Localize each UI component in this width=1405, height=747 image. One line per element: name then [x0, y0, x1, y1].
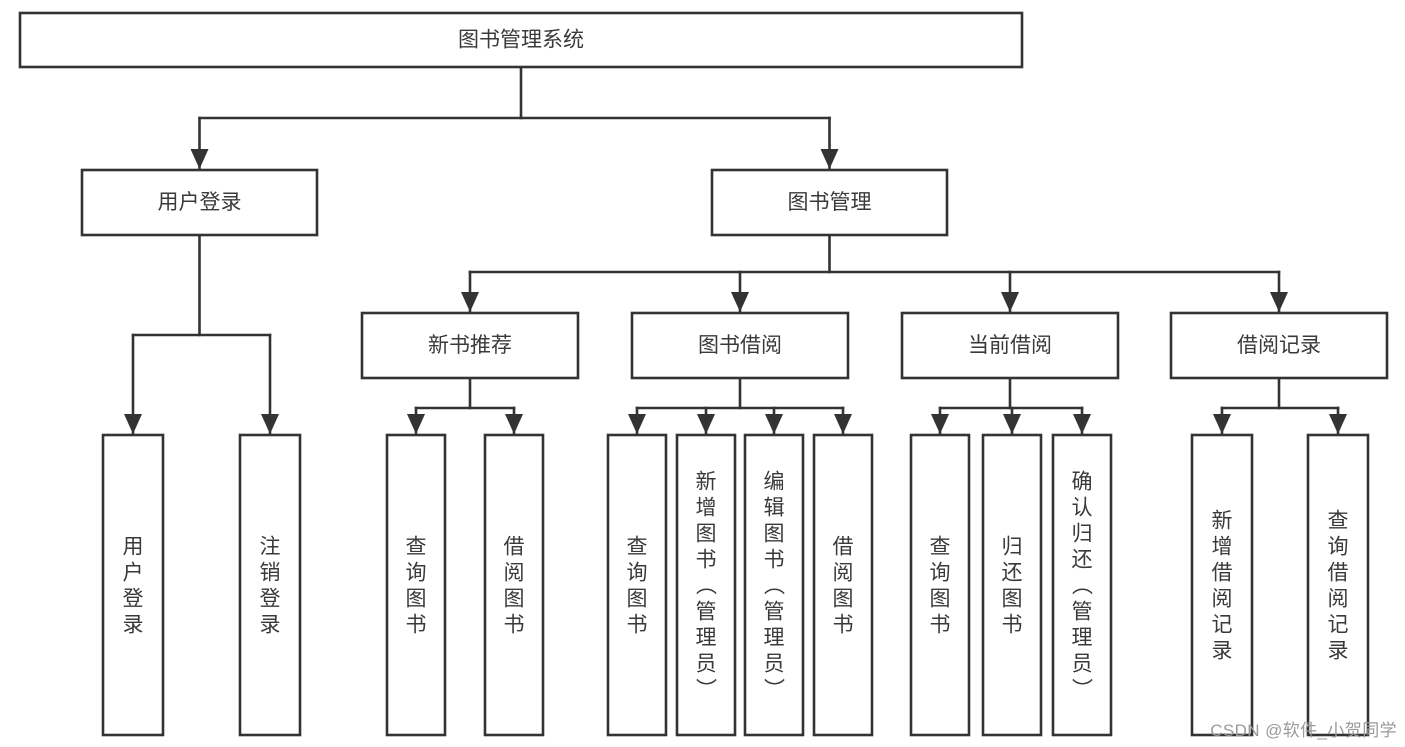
node-leaf-query-book-1[interactable]: 查询图书 [385, 433, 447, 737]
node-leaf-query-book-3[interactable]: 查询图书 [909, 433, 971, 737]
node-leaf-edit-book[interactable]: 编辑图书（管理员） [743, 433, 805, 737]
node-leaf-return-book[interactable]: 归还图书 [981, 433, 1043, 737]
node-label: 新增图书（管理员） [696, 470, 718, 701]
node-label: 图书管理系统 [458, 29, 584, 52]
node-label: 归还图书 [1002, 535, 1023, 636]
node-leaf-query-book-2[interactable]: 查询图书 [606, 433, 668, 737]
node-box [812, 433, 874, 737]
node-current-borrow[interactable]: 当前借阅 [900, 311, 1120, 380]
node-label: 查询图书 [627, 535, 648, 636]
watermark-label: CSDN @软件_小贺同学 [1210, 721, 1397, 740]
node-box [606, 433, 668, 737]
node-box [80, 168, 319, 237]
node-new-book-rec[interactable]: 新书推荐 [360, 311, 580, 380]
node-borrow-record[interactable]: 借阅记录 [1169, 311, 1389, 380]
node-box [1051, 433, 1113, 737]
node-label: 图书管理 [788, 191, 872, 214]
node-leaf-add-record[interactable]: 新增借阅记录 [1190, 433, 1254, 737]
node-book-borrow[interactable]: 图书借阅 [630, 311, 850, 380]
edge-layer [124, 65, 1347, 435]
node-label: 借阅记录 [1237, 334, 1321, 357]
node-label: 确认归还（管理员） [1072, 470, 1094, 701]
node-label: 注销登录 [260, 535, 281, 636]
node-box [1169, 311, 1389, 380]
node-box [675, 433, 737, 737]
node-root[interactable]: 图书管理系统 [18, 11, 1024, 69]
node-label: 图书借阅 [698, 334, 782, 357]
node-label: 借阅图书 [833, 535, 854, 636]
node-box [710, 168, 949, 237]
node-box [1306, 433, 1370, 737]
node-label: 新增借阅记录 [1212, 509, 1233, 662]
node-box [101, 433, 165, 737]
node-leaf-add-book[interactable]: 新增图书（管理员） [675, 433, 737, 737]
node-user-login[interactable]: 用户登录 [80, 168, 319, 237]
node-label: 用户登录 [158, 191, 242, 214]
node-label: 当前借阅 [968, 334, 1052, 357]
node-label: 借阅图书 [504, 535, 525, 636]
node-leaf-user-login[interactable]: 用户登录 [101, 433, 165, 737]
node-box [743, 433, 805, 737]
node-label: 用户登录 [123, 535, 144, 636]
node-label: 查询借阅记录 [1328, 509, 1349, 662]
node-leaf-confirm-return[interactable]: 确认归还（管理员） [1051, 433, 1113, 737]
node-box [1190, 433, 1254, 737]
node-leaf-borrow-book-2[interactable]: 借阅图书 [812, 433, 874, 737]
node-box [18, 11, 1024, 69]
node-box [360, 311, 580, 380]
node-leaf-logout[interactable]: 注销登录 [238, 433, 302, 737]
node-box [483, 433, 545, 737]
node-leaf-query-record[interactable]: 查询借阅记录 [1306, 433, 1370, 737]
node-box [900, 311, 1120, 380]
node-leaf-borrow-book-1[interactable]: 借阅图书 [483, 433, 545, 737]
node-label: 查询图书 [930, 535, 951, 636]
node-box [238, 433, 302, 737]
node-label: 查询图书 [406, 535, 427, 636]
node-label: 新书推荐 [428, 334, 512, 357]
node-book-manage[interactable]: 图书管理 [710, 168, 949, 237]
node-label: 编辑图书（管理员） [764, 470, 786, 701]
node-box [981, 433, 1043, 737]
node-layer: 图书管理系统用户登录图书管理新书推荐图书借阅当前借阅借阅记录用户登录注销登录查询… [18, 11, 1389, 737]
node-box [630, 311, 850, 380]
node-box [909, 433, 971, 737]
node-box [385, 433, 447, 737]
